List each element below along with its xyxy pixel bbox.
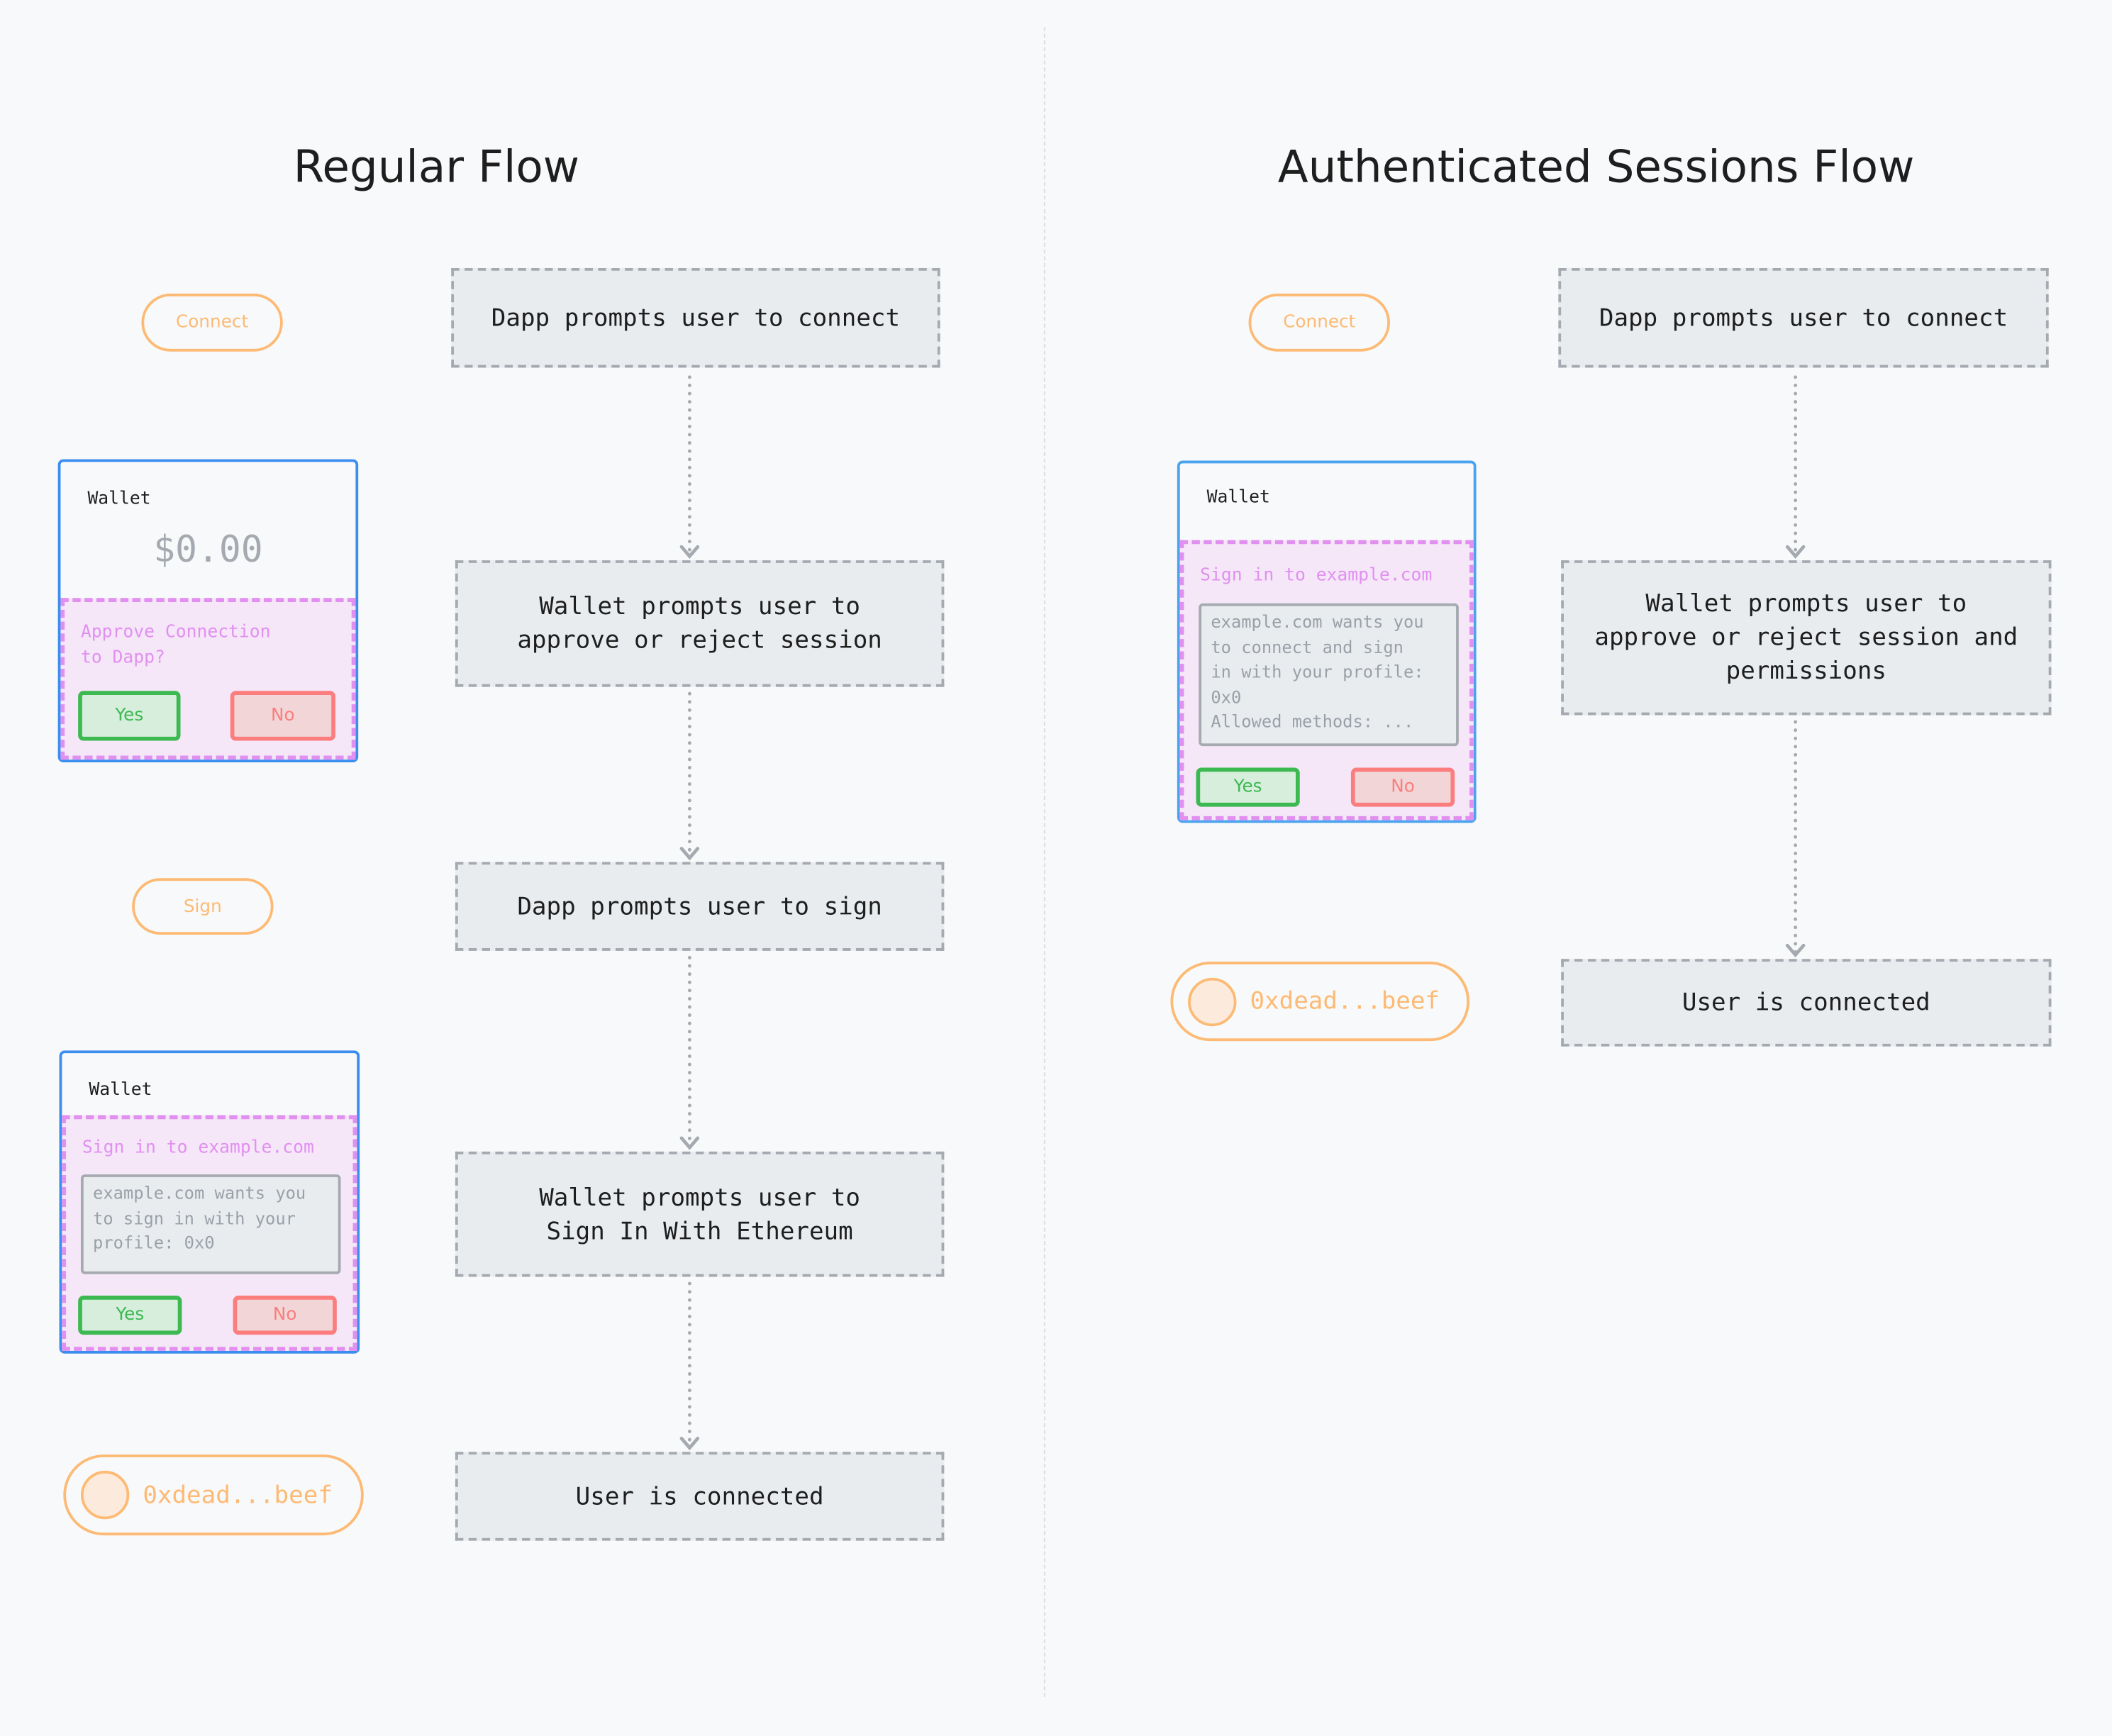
arrow-down-icon bbox=[679, 375, 700, 560]
arrow-down-icon bbox=[679, 1281, 700, 1451]
sign-in-message: example.com wants you to sign in with yo… bbox=[80, 1174, 341, 1274]
yes-button[interactable]: Yes bbox=[78, 1296, 182, 1335]
auth-step-user-connected: User is connected bbox=[1561, 959, 2052, 1047]
no-button[interactable]: No bbox=[233, 1296, 337, 1335]
wallet-approve-connection: Wallet $0.00 Approve Connection to Dapp?… bbox=[57, 459, 359, 762]
address-text: 0xdead...beef bbox=[143, 1481, 333, 1510]
avatar bbox=[80, 1470, 130, 1520]
sign-button[interactable]: Sign bbox=[132, 878, 274, 935]
arrow-down-icon bbox=[1785, 720, 1806, 958]
auth-step-dapp-connect: Dapp prompts user to connect bbox=[1558, 267, 2049, 368]
step-dapp-connect: Dapp prompts user to connect bbox=[451, 267, 940, 368]
connected-address[interactable]: 0xdead...beef bbox=[63, 1454, 364, 1536]
wallet-authenticated-session: Wallet Sign in to example.com example.co… bbox=[1177, 460, 1477, 823]
no-button[interactable]: No bbox=[1350, 767, 1455, 807]
sign-in-prompt: Sign in to example.com bbox=[1200, 565, 1433, 586]
wallet-title: Wallet bbox=[1206, 487, 1270, 508]
wallet-balance: $0.00 bbox=[153, 529, 263, 572]
connect-button[interactable]: Connect bbox=[141, 294, 283, 352]
regular-flow-title: Regular Flow bbox=[293, 140, 580, 193]
arrow-down-icon bbox=[679, 955, 700, 1150]
avatar bbox=[1188, 976, 1237, 1026]
session-message: example.com wants you to connect and sig… bbox=[1199, 603, 1459, 747]
yes-button[interactable]: Yes bbox=[78, 691, 181, 741]
session-panel: Sign in to example.com example.com wants… bbox=[1179, 540, 1474, 820]
wallet-sign-in: Wallet Sign in to example.com example.co… bbox=[59, 1050, 360, 1354]
column-divider bbox=[1043, 26, 1045, 1697]
address-text: 0xdead...beef bbox=[1250, 987, 1440, 1016]
auth-connect-button[interactable]: Connect bbox=[1248, 294, 1390, 352]
auth-connected-address[interactable]: 0xdead...beef bbox=[1170, 962, 1470, 1042]
approval-panel: Approve Connection to Dapp? Yes No bbox=[60, 598, 356, 760]
step-user-connected: User is connected bbox=[455, 1452, 945, 1541]
wallet-title: Wallet bbox=[89, 1080, 152, 1101]
authenticated-flow-title: Authenticated Sessions Flow bbox=[1277, 140, 1915, 193]
wallet-title: Wallet bbox=[87, 489, 151, 509]
auth-step-wallet-approve: Wallet prompts user to approve or reject… bbox=[1561, 560, 2052, 716]
step-wallet-siwe: Wallet prompts user to Sign In With Ethe… bbox=[455, 1151, 945, 1277]
approval-prompt: Approve Connection to Dapp? bbox=[80, 622, 271, 669]
step-dapp-sign: Dapp prompts user to sign bbox=[455, 862, 945, 951]
sign-in-panel: Sign in to example.com example.com wants… bbox=[62, 1115, 357, 1351]
no-button[interactable]: No bbox=[230, 691, 335, 741]
yes-button[interactable]: Yes bbox=[1196, 767, 1300, 807]
arrow-down-icon bbox=[679, 691, 700, 861]
sign-in-prompt: Sign in to example.com bbox=[82, 1137, 314, 1159]
step-wallet-approve: Wallet prompts user to approve or reject… bbox=[455, 560, 945, 687]
arrow-down-icon bbox=[1785, 375, 1806, 560]
